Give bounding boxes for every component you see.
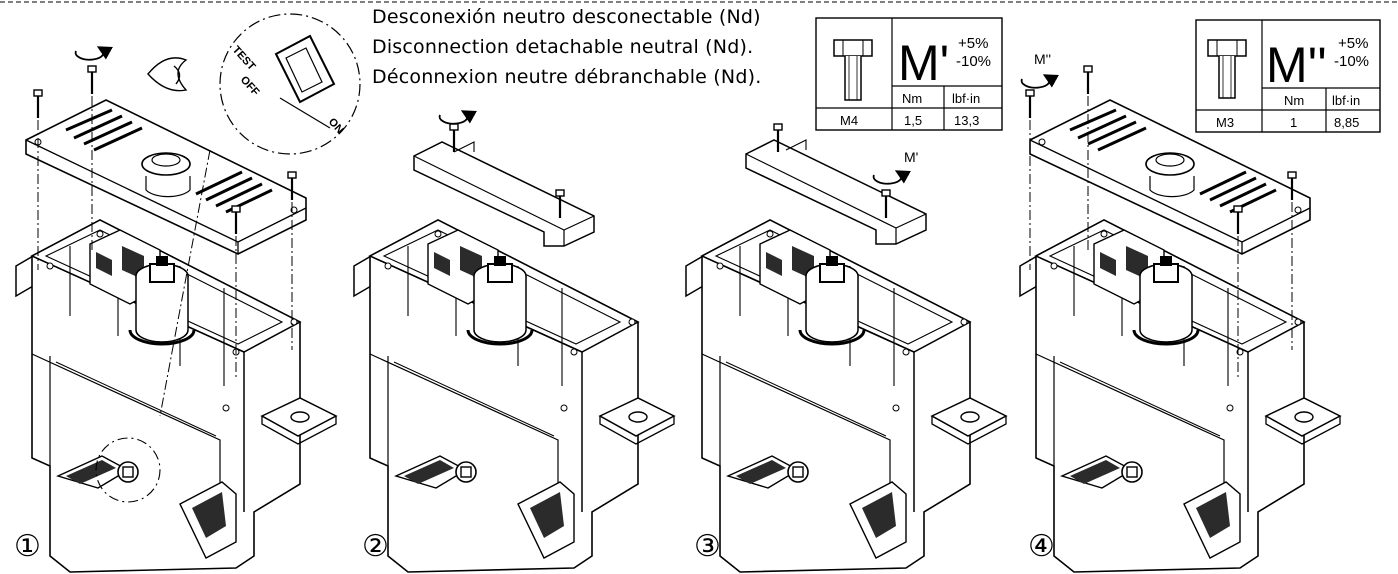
torque-tol-minus: -10% xyxy=(1334,53,1369,70)
torque-table-m-prime: M' +5% -10% Nm lbf·in M4 1,5 13,3 xyxy=(815,17,1003,131)
step-4-torque-label: M'' xyxy=(1034,51,1051,67)
step-4-assembly: M'' xyxy=(1018,51,1342,574)
title-french: Déconnexion neutre débranchable (Nd). xyxy=(372,66,762,88)
bolt-icon xyxy=(1207,39,1247,99)
torque-value-nm: 1 xyxy=(1290,115,1297,130)
step-2-rotation-arrow-icon xyxy=(440,112,468,124)
torque-tol-minus: -10% xyxy=(956,53,991,70)
neutral-switch-icon xyxy=(274,34,336,129)
title-english: Disconnection detachable neutral (Nd). xyxy=(372,36,754,58)
unit-lbf-in: lbf·in xyxy=(952,91,980,106)
torque-symbol: M' xyxy=(898,35,949,91)
step-1-module-icon xyxy=(14,218,338,574)
step-number-1: ① xyxy=(14,530,41,563)
torque-symbol: M'' xyxy=(1266,37,1327,93)
unit-nm: Nm xyxy=(902,91,922,106)
step-1-screw-icon xyxy=(32,88,44,120)
step-4-screw-icon xyxy=(1082,64,1094,96)
step-4-module-icon xyxy=(1018,218,1342,574)
step-4-screw-icon xyxy=(1024,88,1036,120)
torque-value-lbf-in: 8,85 xyxy=(1334,115,1359,130)
step-1-rotation-arrow-icon xyxy=(76,48,104,60)
step-4-rotation-arrow-icon xyxy=(1022,76,1050,88)
step-1-screw-icon xyxy=(86,64,98,96)
torque-value-lbf-in: 13,3 xyxy=(954,113,979,128)
bolt-icon xyxy=(833,39,873,101)
unit-lbf-in: lbf·in xyxy=(1332,93,1360,108)
step-number-3: ③ xyxy=(694,530,721,563)
torque-tol-plus: +5% xyxy=(958,35,988,52)
title-spanish: Desconexión neutro desconectable (Nd) xyxy=(372,6,761,28)
screw-size: M3 xyxy=(1216,115,1234,130)
step-number-4: ④ xyxy=(1028,530,1055,563)
step-2-assembly xyxy=(352,112,676,574)
screw-size: M4 xyxy=(840,113,858,128)
step-3-assembly: M' xyxy=(684,122,1008,574)
step-3-rotation-arrow-icon xyxy=(874,172,902,184)
torque-table-m-double-prime: M'' +5% -10% Nm lbf·in M3 1 8,85 xyxy=(1195,19,1381,133)
step-3-torque-label: M' xyxy=(904,149,918,165)
step-3-module-icon xyxy=(684,218,1008,574)
step-number-2: ② xyxy=(362,530,389,563)
unit-nm: Nm xyxy=(1284,93,1304,108)
torque-value-nm: 1,5 xyxy=(904,113,922,128)
step-2-module-icon xyxy=(352,218,676,574)
torque-tol-plus: +5% xyxy=(1338,35,1368,52)
step-1-assembly: TEST OFF ON xyxy=(14,13,361,574)
eye-icon xyxy=(147,57,188,92)
